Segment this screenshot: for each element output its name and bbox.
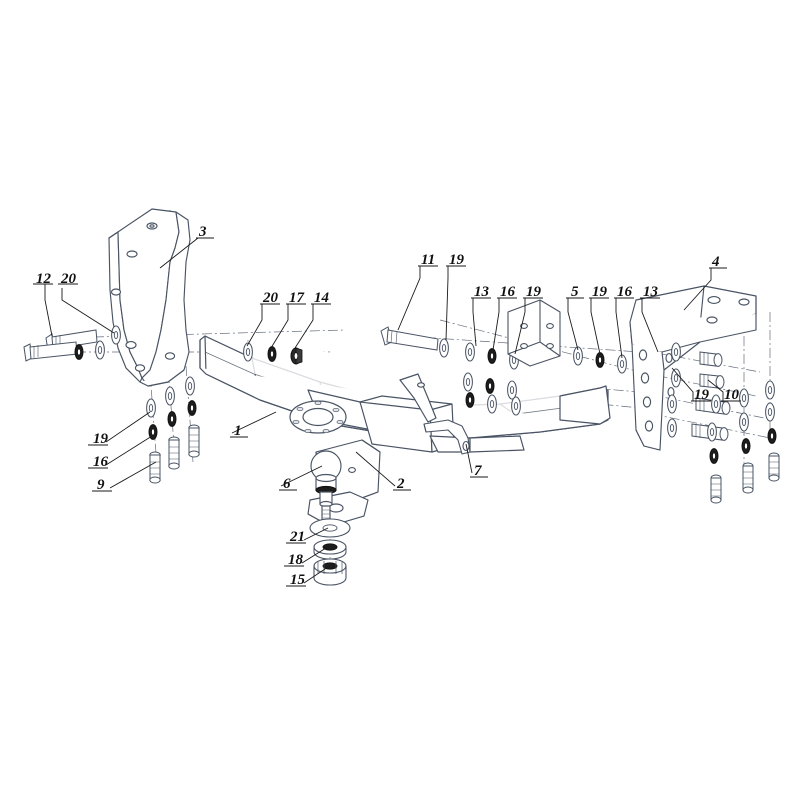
callout-6: 6	[283, 476, 291, 492]
flat-washer-19-j	[671, 368, 681, 388]
flat-washer-19-f	[463, 372, 473, 392]
callout-21: 21	[290, 529, 305, 545]
callout-18: 18	[288, 552, 303, 568]
left-hardware-group	[23, 325, 121, 362]
flat-washer-19-n	[739, 388, 749, 408]
flat-washer-19-k	[667, 394, 677, 414]
callout-3: 3	[199, 224, 207, 240]
callout-13a: 13	[474, 284, 489, 300]
callout-10: 10	[724, 387, 739, 403]
callout-19e: 19	[93, 431, 108, 447]
callout-19b: 19	[526, 284, 541, 300]
right-mid-hardware	[573, 346, 627, 374]
part-3-left-side-bracket	[108, 208, 191, 387]
bolt-9-c	[188, 424, 200, 458]
callout-2: 2	[397, 476, 405, 492]
bolt-10-a	[699, 351, 723, 367]
flat-washer-19-p	[707, 422, 717, 442]
bolt-9-e	[742, 462, 754, 494]
callout-20a: 20	[61, 271, 76, 287]
spring-washer-16-f	[465, 392, 475, 408]
part-6-tow-ball	[310, 450, 342, 523]
flat-washer-19-a	[146, 398, 156, 418]
bolt-12-lower	[23, 341, 78, 362]
bolt-11-long	[380, 326, 439, 351]
callout-4: 4	[712, 254, 720, 270]
leader-lines	[33, 237, 741, 587]
flat-washer-19-i	[671, 342, 681, 362]
spring-washer-16-g	[595, 352, 605, 368]
spring-washer-16-i	[741, 438, 751, 454]
callout-11: 11	[421, 252, 436, 268]
part-1-main-crossbar	[199, 335, 611, 453]
nut-14	[290, 347, 303, 365]
flat-washer-19-g	[487, 394, 497, 414]
far-right-vertical-hardware	[707, 380, 780, 504]
callout-16a: 16	[500, 284, 515, 300]
bolt-9-d	[710, 474, 722, 504]
part-4-right-side-plate-bracket	[629, 285, 757, 451]
spring-washer-16-j	[767, 428, 777, 444]
callout-12: 12	[36, 271, 51, 287]
spacer-13-c	[511, 396, 521, 416]
callout-13b: 13	[643, 284, 658, 300]
part-5-reinforcement-plate	[507, 299, 561, 367]
spring-washer-16-d	[487, 348, 497, 364]
spring-washer-17	[267, 346, 277, 362]
bolt-9-a	[149, 451, 161, 484]
washer-dark-left	[74, 344, 84, 360]
flat-washer-19-e	[465, 342, 475, 362]
callout-14: 14	[314, 290, 329, 306]
spacer-13-b	[507, 380, 517, 400]
flat-washer-19-d	[439, 338, 449, 358]
callout-15: 15	[290, 572, 305, 588]
flat-washer-19-l	[667, 418, 677, 438]
lock-nut-15	[313, 558, 347, 586]
callout-9: 9	[97, 477, 105, 493]
spring-washer-18	[313, 539, 347, 560]
washer-20-upper	[111, 325, 121, 345]
callout-17: 17	[289, 290, 304, 306]
callout-7: 7	[474, 463, 482, 479]
flat-washer-20-c	[243, 342, 253, 362]
flat-washer-19-c	[185, 376, 195, 396]
callout-16c: 16	[93, 454, 108, 470]
flat-washer-19-b	[165, 386, 175, 406]
callout-5: 5	[571, 284, 579, 300]
flat-washer-19-r	[765, 402, 775, 422]
flat-washer-19-q	[739, 412, 749, 432]
callout-19c: 19	[592, 284, 607, 300]
flat-washer-19-m	[711, 394, 721, 414]
spring-washer-16-e	[485, 378, 495, 394]
bolt-9-f	[768, 452, 780, 482]
spring-washer-16-h	[709, 448, 719, 464]
callout-20b: 20	[263, 290, 278, 306]
spring-washer-16-b	[167, 411, 177, 427]
left-bottom-hardware	[146, 376, 200, 484]
washer-20-lower	[95, 340, 105, 360]
spring-washer-16-c	[187, 400, 197, 416]
bolt-9-b	[168, 436, 180, 470]
flat-washer-19-o	[765, 380, 775, 400]
callout-19d: 19	[694, 387, 709, 403]
callout-19a: 19	[449, 252, 464, 268]
callout-1: 1	[234, 423, 242, 439]
callout-16b: 16	[617, 284, 632, 300]
